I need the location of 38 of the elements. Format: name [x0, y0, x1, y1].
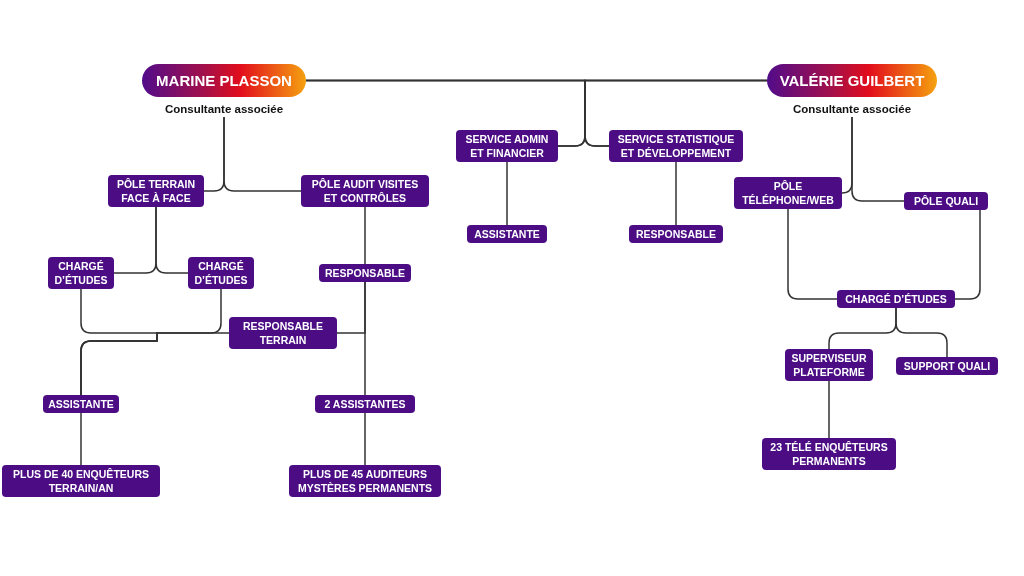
- role-box: PÔLE QUALI: [904, 192, 988, 210]
- role-box: SUPERVISEUR PLATEFORME: [785, 349, 873, 381]
- role-box: PLUS DE 45 AUDITEURS MYSTÈRES PERMANENTS: [289, 465, 441, 497]
- connector-line: [787, 208, 838, 300]
- name-pill: VALÉRIE GUILBERT: [767, 64, 937, 97]
- role-box: RESPONSABLE: [319, 264, 411, 282]
- connector-line: [954, 209, 981, 300]
- role-box: PÔLE TERRAIN FACE À FACE: [108, 175, 204, 207]
- role-box: PÔLE TÉLÉPHONE/WEB: [734, 177, 842, 209]
- job-title: Consultante associée: [164, 103, 284, 115]
- connector-line: [828, 380, 830, 439]
- name-pill: MARINE PLASSON: [142, 64, 306, 97]
- role-box: ASSISTANTE: [43, 395, 119, 413]
- role-box: CHARGÉ D’ÉTUDES: [188, 257, 254, 289]
- connector-line: [155, 206, 189, 274]
- connector-line: [80, 332, 230, 396]
- connector-line: [364, 412, 366, 466]
- connector-line: [80, 412, 82, 466]
- connector-line: [336, 281, 366, 334]
- connector-line: [223, 116, 302, 192]
- connector-line: [506, 161, 508, 226]
- role-box: PLUS DE 40 ENQUÊTEURS TERRAIN/AN: [2, 465, 160, 497]
- role-box: SERVICE STATISTIQUE ET DÉVELOPPEMENT: [609, 130, 743, 162]
- connector-line: [895, 307, 948, 358]
- role-box: RESPONSABLE TERRAIN: [229, 317, 337, 349]
- role-box: 2 ASSISTANTES: [315, 395, 415, 413]
- connector-line: [851, 116, 905, 202]
- role-box: CHARGÉ D’ÉTUDES: [48, 257, 114, 289]
- role-box: 23 TÉLÉ ENQUÊTEURS PERMANENTS: [762, 438, 896, 470]
- connector-line: [364, 206, 366, 265]
- role-box: ASSISTANTE: [467, 225, 547, 243]
- role-box: SUPPORT QUALI: [896, 357, 998, 375]
- connector-line: [675, 161, 677, 226]
- role-box: RESPONSABLE: [629, 225, 723, 243]
- job-title: Consultante associée: [792, 103, 912, 115]
- role-box: SERVICE ADMIN ET FINANCIER: [456, 130, 558, 162]
- role-box: CHARGÉ D’ÉTUDES: [837, 290, 955, 308]
- role-box: PÔLE AUDIT VISITES ET CONTRÔLES: [301, 175, 429, 207]
